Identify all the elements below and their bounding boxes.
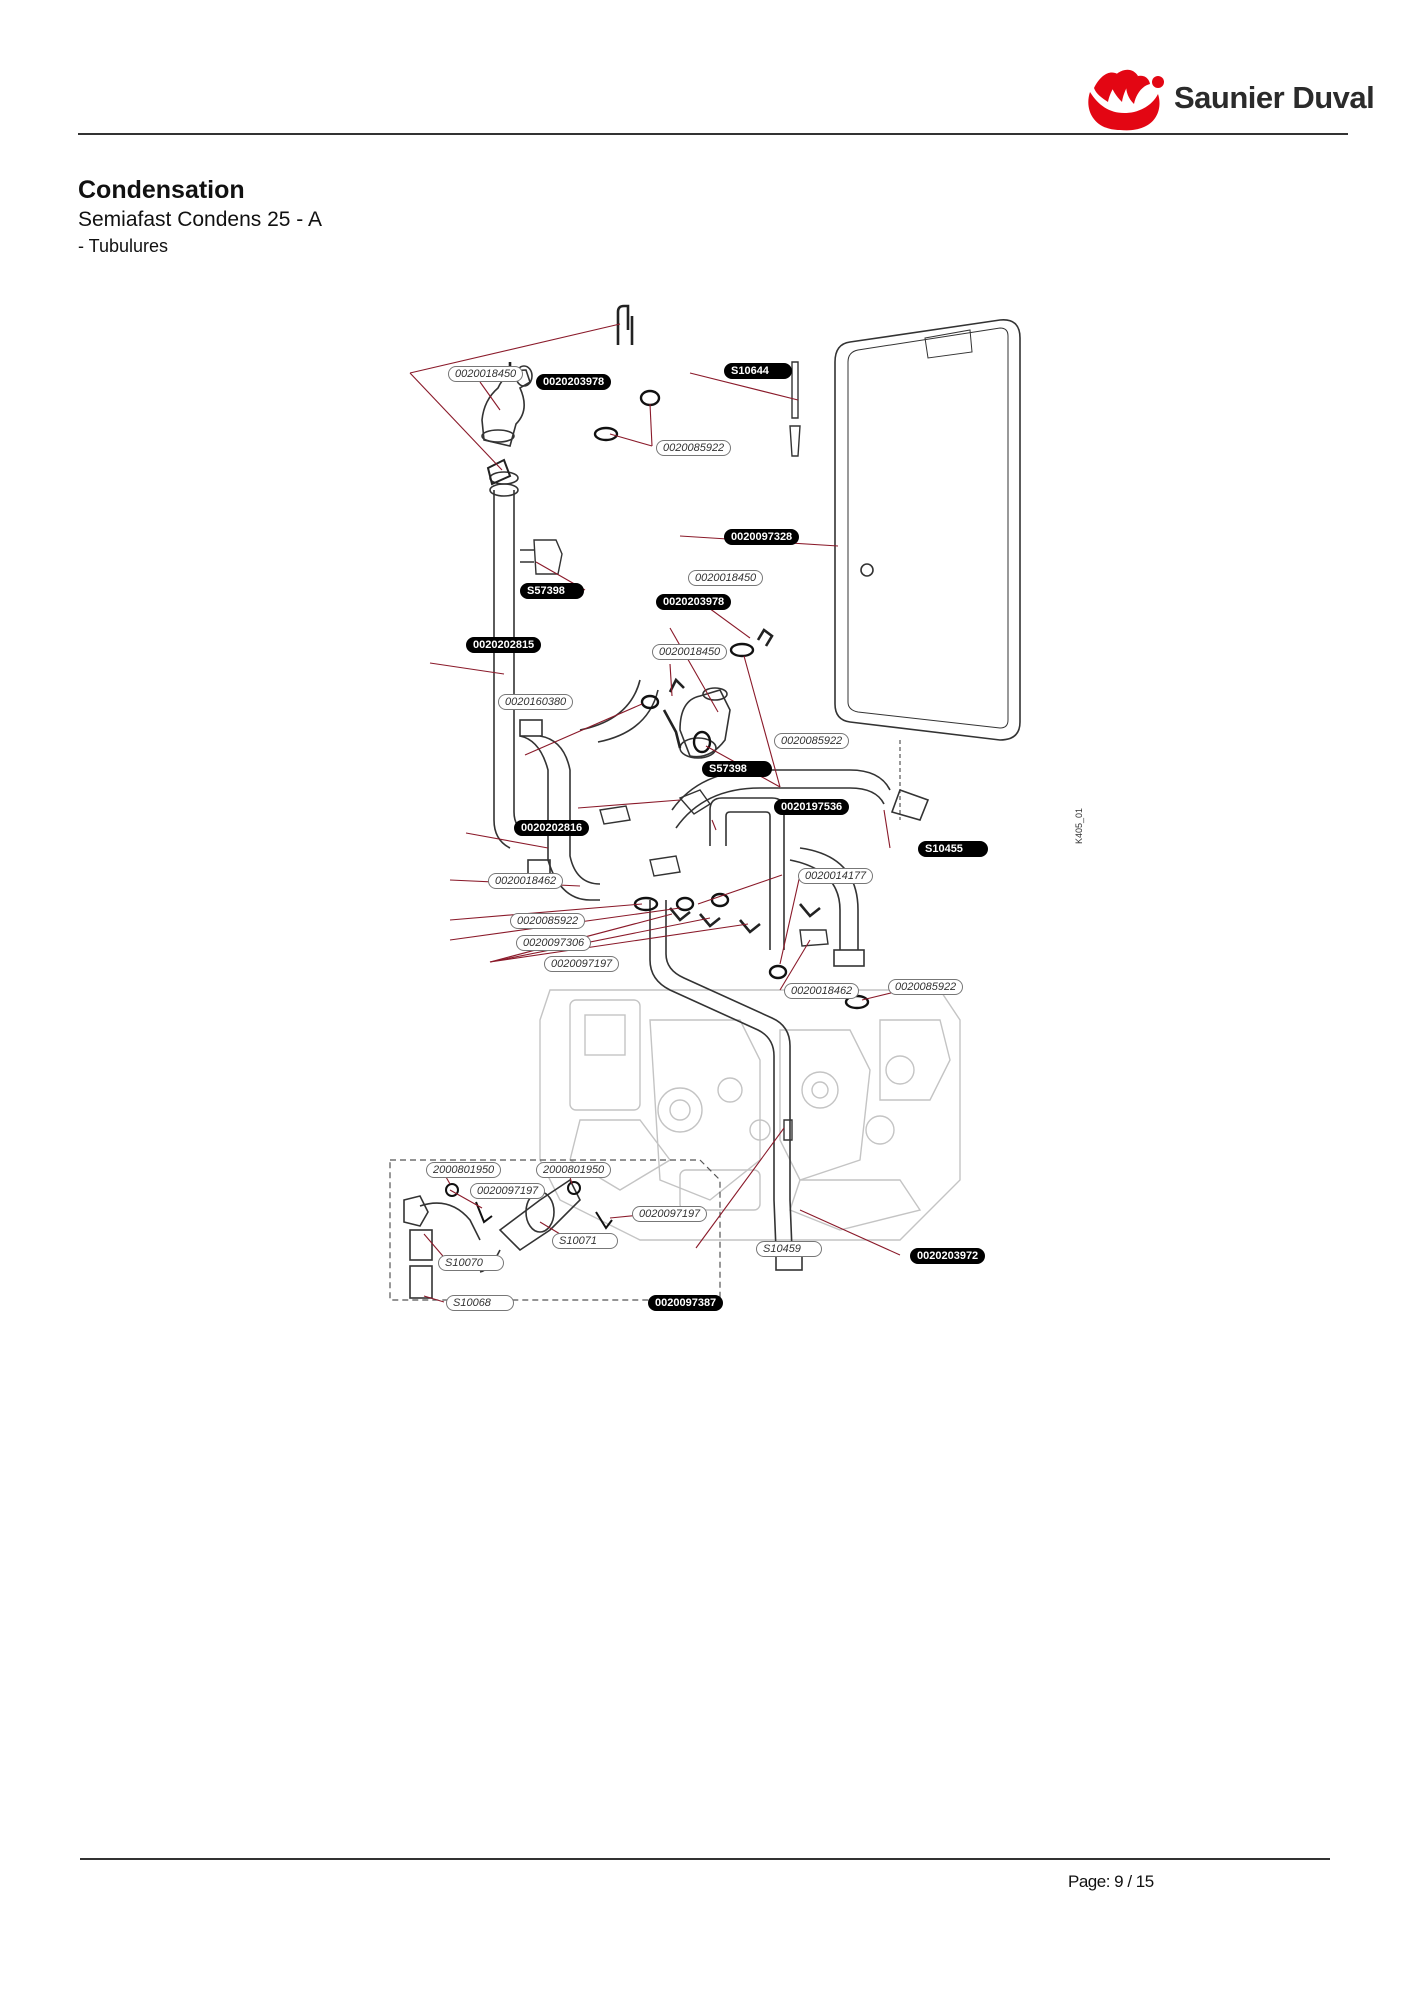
pipe-0020202815-drawing	[489, 471, 529, 849]
brand-name: Saunier Duval	[1174, 80, 1375, 115]
part-label: 0020097197	[544, 956, 620, 972]
part-label: 0020097306	[516, 935, 592, 951]
inset-kit-0020097387-drawing	[389, 1159, 721, 1301]
page-subtitle: Semiafast Condens 25 - A	[78, 208, 322, 231]
part-label: 0020018450	[688, 570, 764, 586]
boiler-chassis-drawing	[539, 989, 961, 1241]
brand-bird-icon	[1088, 69, 1164, 131]
part-label: 0020018462	[488, 873, 564, 889]
exploded-parts-diagram: 0020018450 0020203978 S10644 0020085922 …	[380, 300, 1100, 1340]
part-label: 0020160380	[498, 694, 574, 710]
part-label: S10070	[438, 1255, 504, 1271]
diagram-drawing	[389, 304, 1021, 1303]
part-label: 0020203972	[910, 1248, 986, 1264]
part-label: 0020085922	[774, 733, 850, 749]
part-label: 0020085922	[510, 913, 586, 929]
part-label: 0020018450	[448, 366, 524, 382]
part-label: 0020097197	[632, 1206, 708, 1222]
page-title: Condensation	[78, 176, 245, 204]
part-label: S10459	[756, 1241, 822, 1257]
part-label: S10068	[446, 1295, 514, 1311]
part-label: 0020203978	[536, 374, 612, 390]
part-label: 0020014177	[798, 868, 874, 884]
drawing-reference: K405_01	[1074, 807, 1084, 844]
part-label: 0020018462	[784, 983, 860, 999]
part-label: 0020097387	[648, 1295, 724, 1311]
brand-logo: Saunier Duval	[1080, 62, 1375, 134]
clips-drawing	[486, 304, 821, 934]
o-rings-drawing	[593, 389, 870, 1010]
leader-lines	[409, 323, 921, 1303]
part-label: 0020085922	[888, 979, 964, 995]
small-parts-drawing	[520, 361, 829, 1141]
expansion-vessel-drawing	[834, 319, 1021, 820]
footer-rule	[80, 1858, 1330, 1860]
part-label: S10455	[918, 841, 988, 857]
part-label: 2000801950	[426, 1162, 502, 1178]
page-number: Page: 9 / 15	[1068, 1872, 1154, 1891]
part-label: 0020202816	[514, 820, 590, 836]
part-label: S57398	[702, 761, 772, 777]
header-rule	[78, 133, 1348, 135]
part-label: 2000801950	[536, 1162, 612, 1178]
section-label: - Tubulures	[78, 236, 169, 256]
part-label: 0020085922	[656, 440, 732, 456]
part-label: 0020202815	[466, 637, 542, 653]
part-label: S57398	[520, 583, 584, 599]
part-label: 0020197536	[774, 799, 850, 815]
pipe-0020202816-drawing	[519, 679, 659, 901]
elbow-0020203978-mid-drawing	[679, 687, 731, 759]
part-label: S10071	[552, 1233, 618, 1249]
part-label: S10644	[724, 363, 792, 379]
part-label: 0020018450	[652, 644, 728, 660]
part-label: 0020097197	[470, 1183, 546, 1199]
part-label: 0020097328	[724, 529, 800, 545]
part-label: 0020203978	[656, 594, 732, 610]
